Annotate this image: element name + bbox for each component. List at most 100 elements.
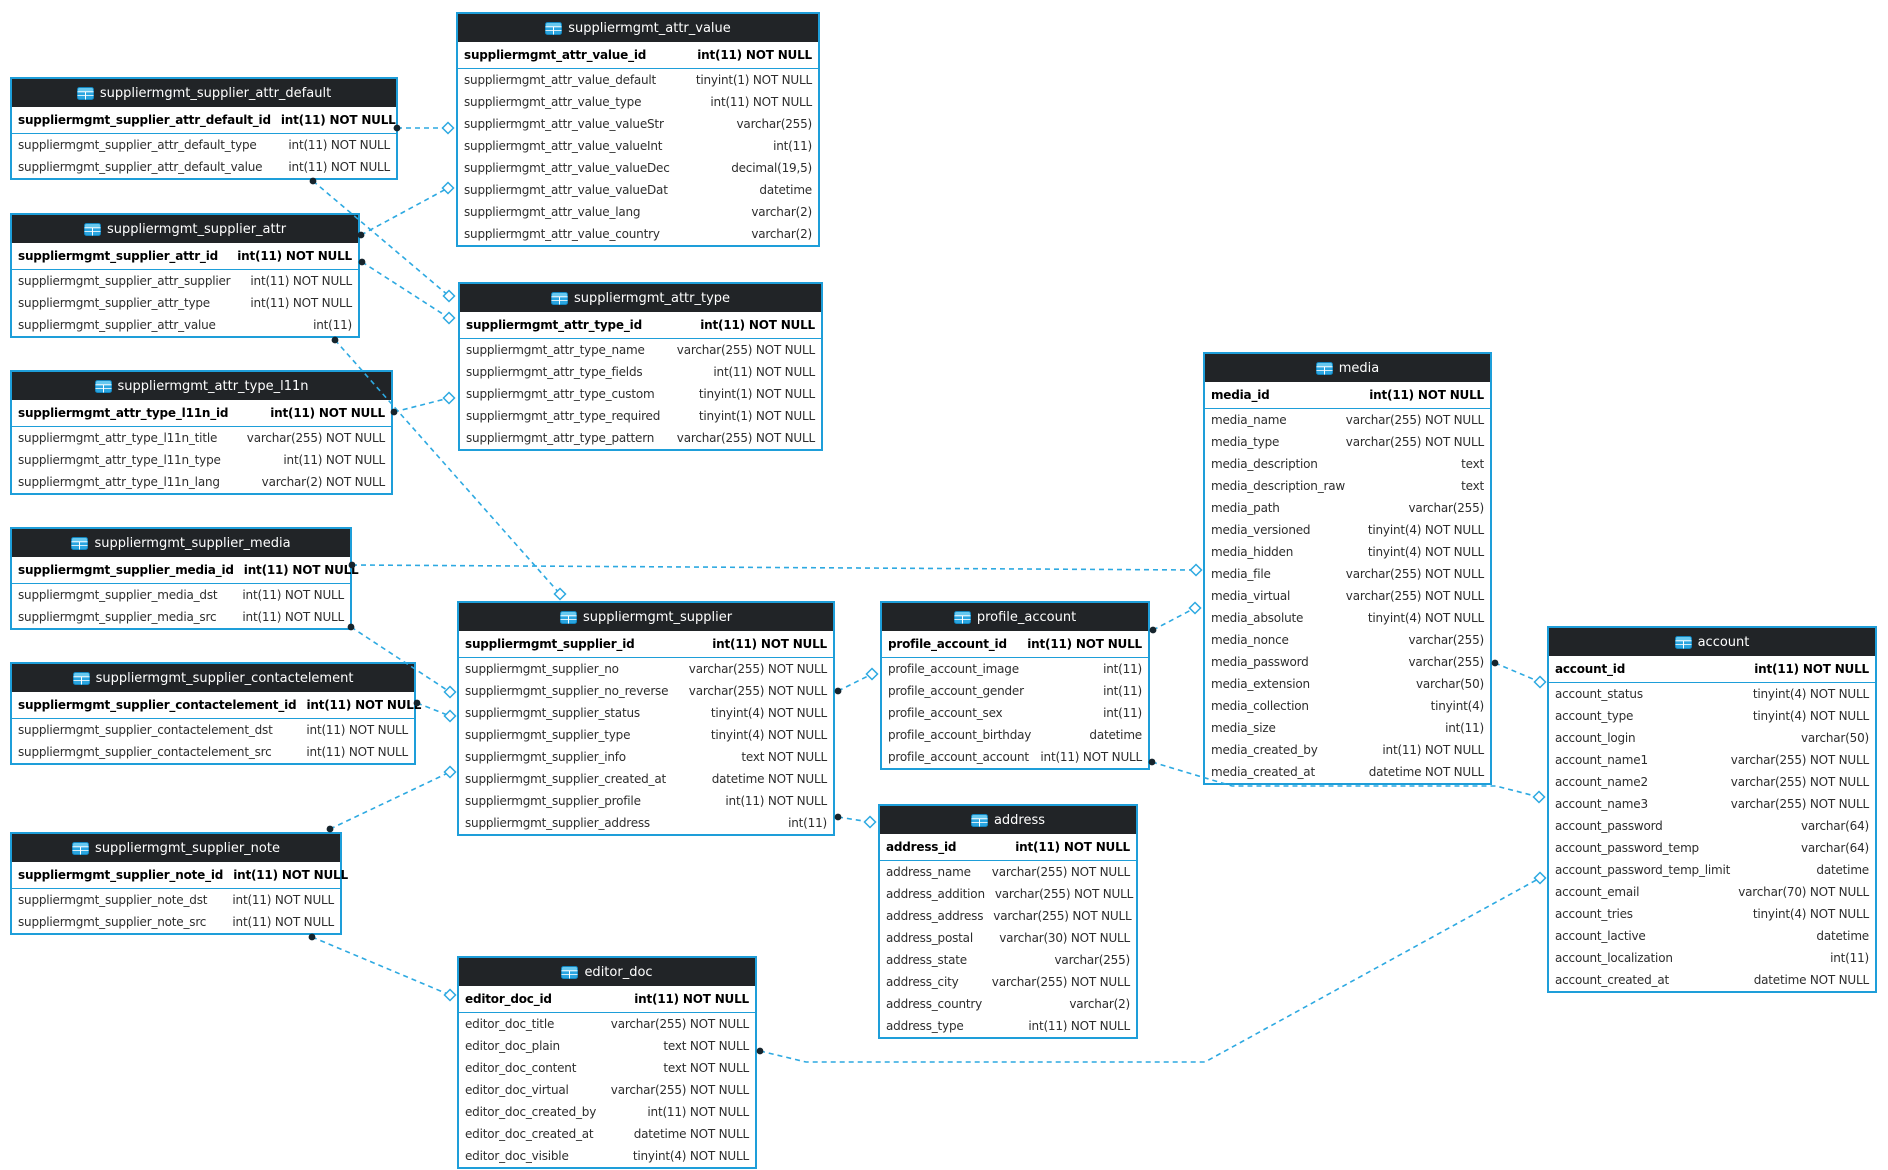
table-header[interactable]: media: [1205, 354, 1490, 382]
table-header[interactable]: suppliermgmt_attr_value: [458, 14, 818, 42]
column-row[interactable]: suppliermgmt_supplier_contactelement_src…: [12, 741, 414, 763]
table-header[interactable]: editor_doc: [459, 958, 755, 986]
table-header[interactable]: suppliermgmt_attr_type: [460, 284, 821, 312]
table-header[interactable]: profile_account: [882, 603, 1148, 631]
table-header[interactable]: suppliermgmt_supplier_note: [12, 834, 340, 862]
table-header[interactable]: suppliermgmt_attr_type_l11n: [12, 372, 391, 400]
table-header[interactable]: suppliermgmt_supplier_attr_default: [12, 79, 396, 107]
column-row[interactable]: suppliermgmt_supplier_contactelement_dst…: [12, 719, 414, 741]
table-header[interactable]: account: [1549, 628, 1875, 656]
